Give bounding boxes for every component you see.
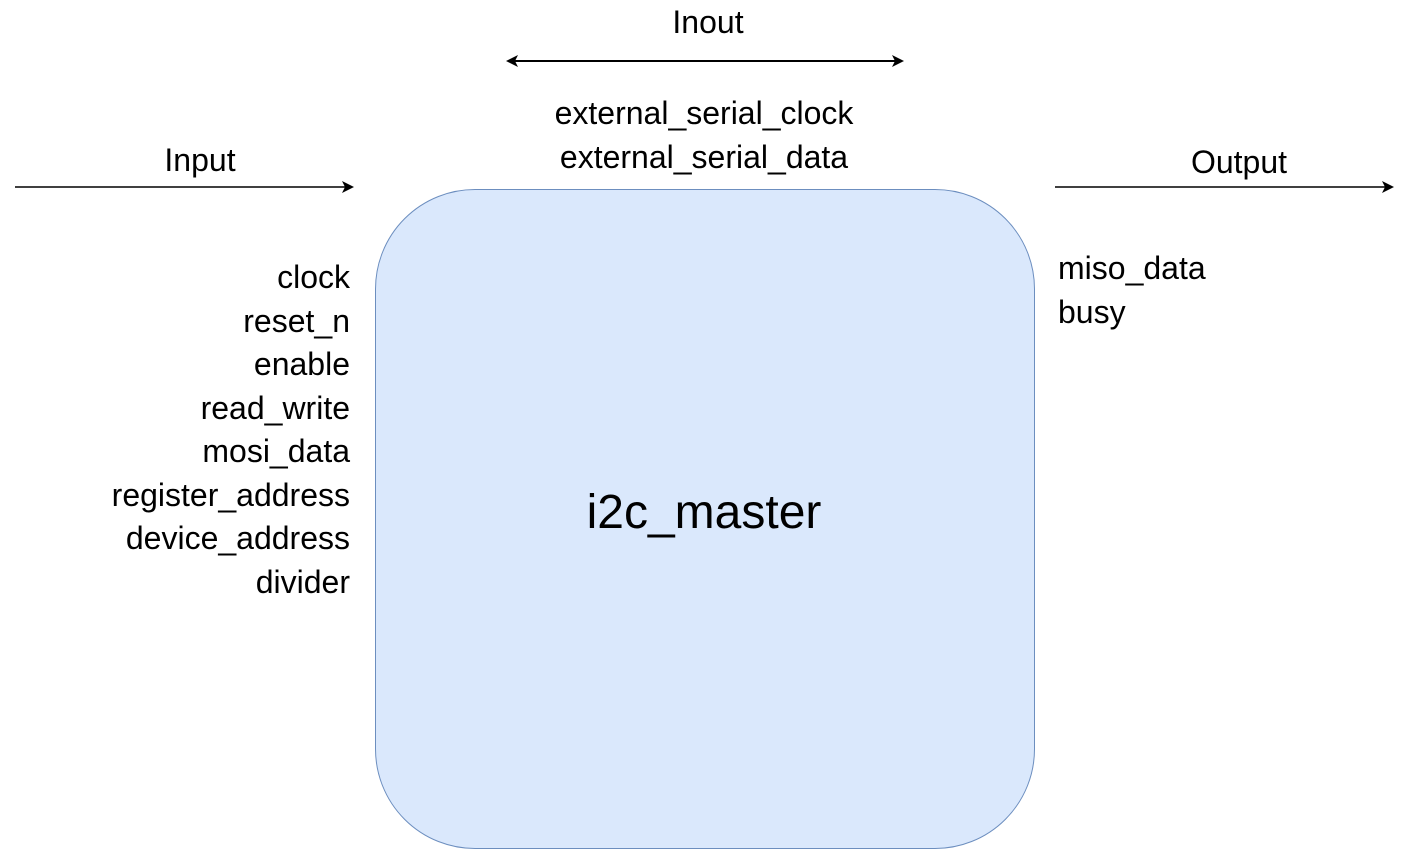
output-signal: busy <box>1058 294 1126 330</box>
input-signal: enable <box>253 346 350 382</box>
output-signal: miso_data <box>1058 250 1206 286</box>
input-signal: register_address <box>111 476 350 513</box>
input-signal: clock <box>277 259 350 295</box>
module-name: i2c_master <box>586 486 822 539</box>
input-signal: divider <box>255 563 350 600</box>
module-block: i2c_master <box>375 189 1035 849</box>
input-signal-list: clock reset_n enable read_write mosi_dat… <box>0 256 350 604</box>
inout-signal-list: external_serial_clock external_serial_da… <box>454 91 954 179</box>
output-signal-list: miso_data busy <box>1058 246 1388 334</box>
inout-signal: external_serial_clock <box>554 95 854 131</box>
input-signal: reset_n <box>243 302 350 339</box>
inout-heading: Inout <box>672 4 744 40</box>
output-heading: Output <box>1190 144 1288 180</box>
input-signal: device_address <box>125 520 350 556</box>
inout-signal: external_serial_data <box>559 139 849 175</box>
input-signal: read_write <box>200 389 350 426</box>
input-signal: mosi_data <box>202 433 350 469</box>
input-heading: Input <box>164 142 236 178</box>
